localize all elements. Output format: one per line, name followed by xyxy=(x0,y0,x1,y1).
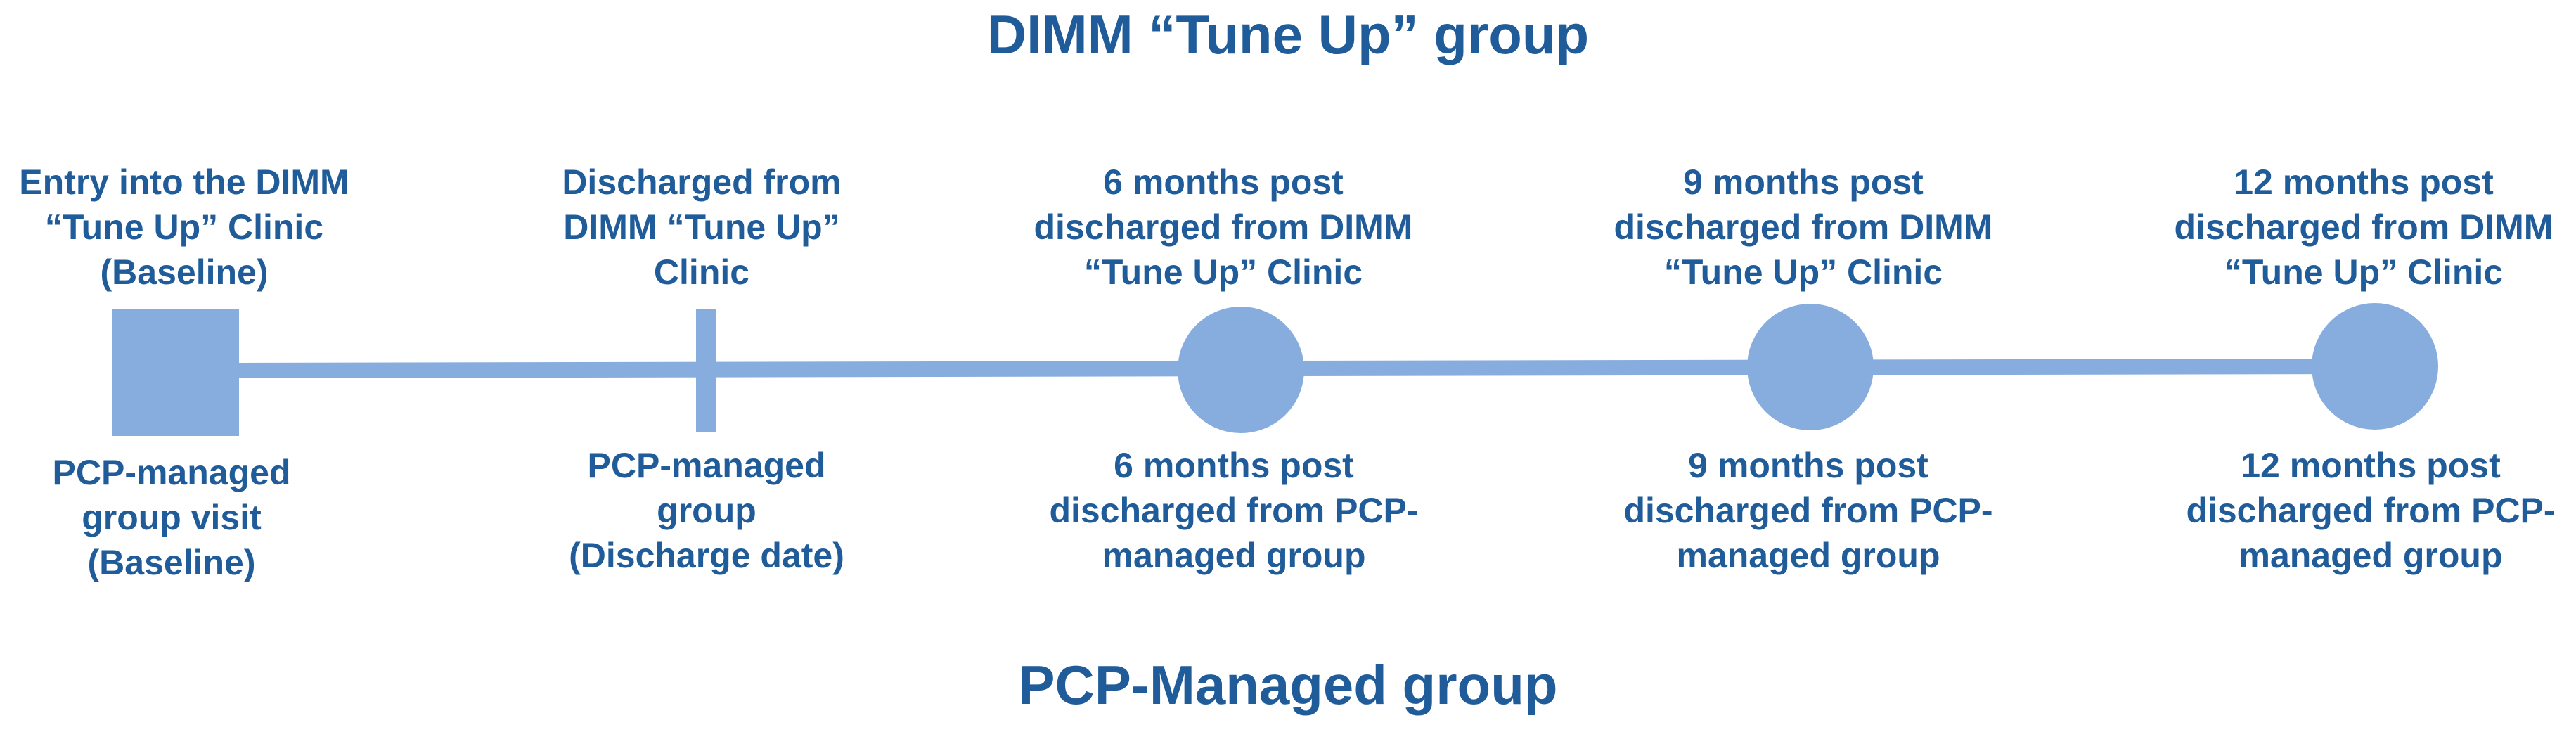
pcp-group-title: PCP-Managed group xyxy=(1018,654,1558,716)
milestone-top-label-baseline: Entry into the DIMM “Tune Up” Clinic (Ba… xyxy=(19,162,349,292)
discharge-tick-marker xyxy=(696,309,716,432)
six-month-circle-marker xyxy=(1178,307,1304,433)
dimm-group-title: DIMM “Tune Up” group xyxy=(986,4,1590,65)
milestone-bottom-label-12-months: 12 months post discharged from PCP- mana… xyxy=(2186,446,2556,575)
milestone-top-label-12-months: 12 months post discharged from DIMM “Tun… xyxy=(2174,162,2554,292)
timeline-line xyxy=(231,359,2384,378)
twelve-month-circle-marker xyxy=(2312,303,2438,430)
milestone-top-label-9-months: 9 months post discharged from DIMM “Tune… xyxy=(1614,162,1993,292)
milestone-bottom-label-baseline: PCP-managed group visit (Baseline) xyxy=(52,453,291,582)
milestone-top-label-6-months: 6 months post discharged from DIMM “Tune… xyxy=(1033,162,1413,292)
baseline-square-marker xyxy=(112,309,239,436)
milestone-bottom-label-discharge: PCP-managed group (Discharge date) xyxy=(569,446,844,575)
milestone-top-label-discharge: Discharged from DIMM “Tune Up” Clinic xyxy=(562,162,842,292)
milestone-bottom-label-6-months: 6 months post discharged from PCP- manag… xyxy=(1049,446,1419,575)
milestone-bottom-label-9-months: 9 months post discharged from PCP- manag… xyxy=(1623,446,1993,575)
nine-month-circle-marker xyxy=(1747,304,1874,430)
